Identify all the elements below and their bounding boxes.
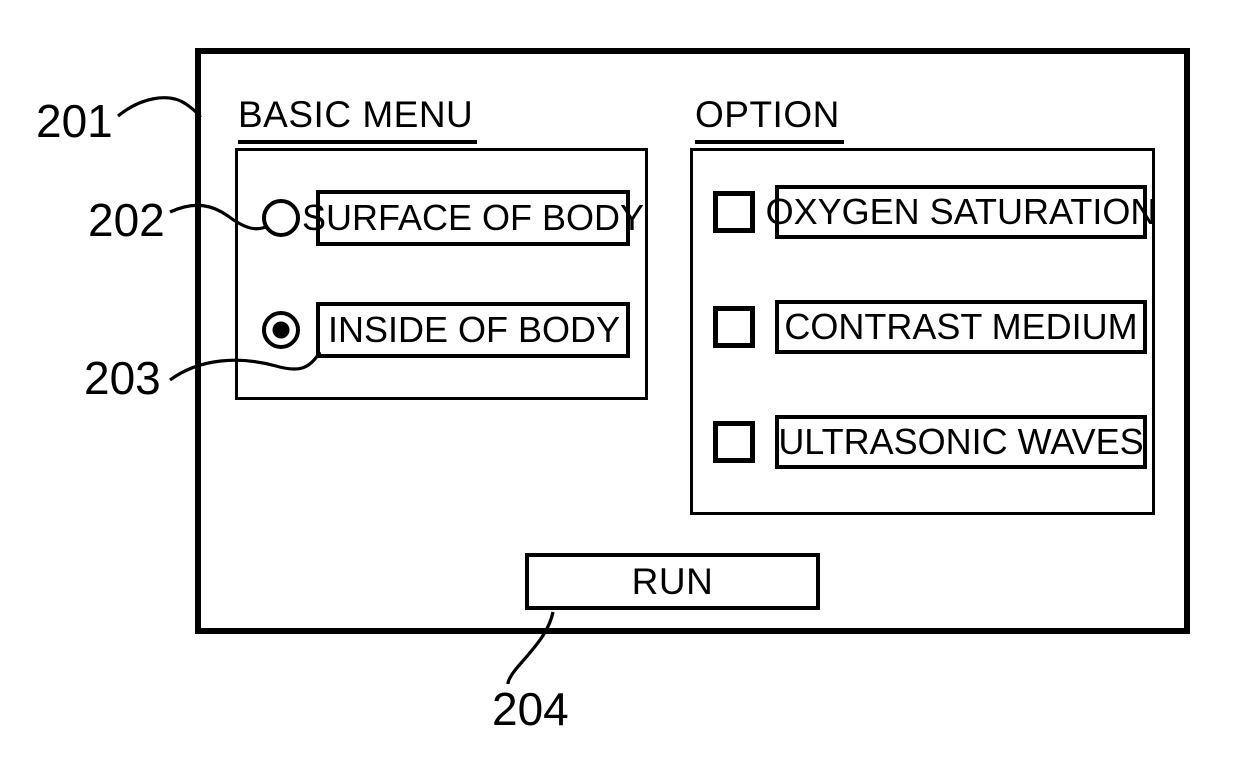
checkbox-row-oxygen-saturation[interactable]: OXYGEN SATURATION	[713, 185, 1156, 239]
callout-number-204: 204	[492, 683, 569, 735]
checkbox-label-ultrasonic-waves[interactable]: ULTRASONIC WAVES	[775, 415, 1147, 469]
checkbox-label-oxygen-saturation[interactable]: OXYGEN SATURATION	[766, 185, 1156, 239]
leader-line-201	[116, 96, 202, 118]
callout-number-203: 203	[84, 352, 161, 404]
radio-row-surface-of-body[interactable]: SURFACE OF BODY	[262, 190, 644, 246]
radio-icon-inside-of-body-selected[interactable]	[262, 311, 300, 349]
radio-icon-surface-of-body[interactable]	[262, 199, 300, 237]
basic-menu-title: BASIC MENU	[238, 96, 478, 144]
option-title: OPTION	[695, 96, 844, 144]
basic-menu-group-box	[235, 148, 648, 400]
radio-row-inside-of-body[interactable]: INSIDE OF BODY	[262, 302, 630, 358]
checkbox-row-contrast-medium[interactable]: CONTRAST MEDIUM	[713, 300, 1147, 354]
checkbox-label-contrast-medium[interactable]: CONTRAST MEDIUM	[775, 300, 1147, 354]
radio-label-surface-of-body[interactable]: SURFACE OF BODY	[302, 190, 644, 246]
callout-number-202: 202	[88, 194, 165, 246]
callout-number-201: 201	[36, 95, 113, 147]
checkbox-icon-contrast-medium[interactable]	[713, 306, 755, 348]
checkbox-icon-ultrasonic-waves[interactable]	[713, 421, 755, 463]
checkbox-icon-oxygen-saturation[interactable]	[713, 191, 755, 233]
checkbox-row-ultrasonic-waves[interactable]: ULTRASONIC WAVES	[713, 415, 1147, 469]
run-button[interactable]: RUN	[525, 553, 820, 610]
radio-label-inside-of-body[interactable]: INSIDE OF BODY	[316, 302, 630, 358]
